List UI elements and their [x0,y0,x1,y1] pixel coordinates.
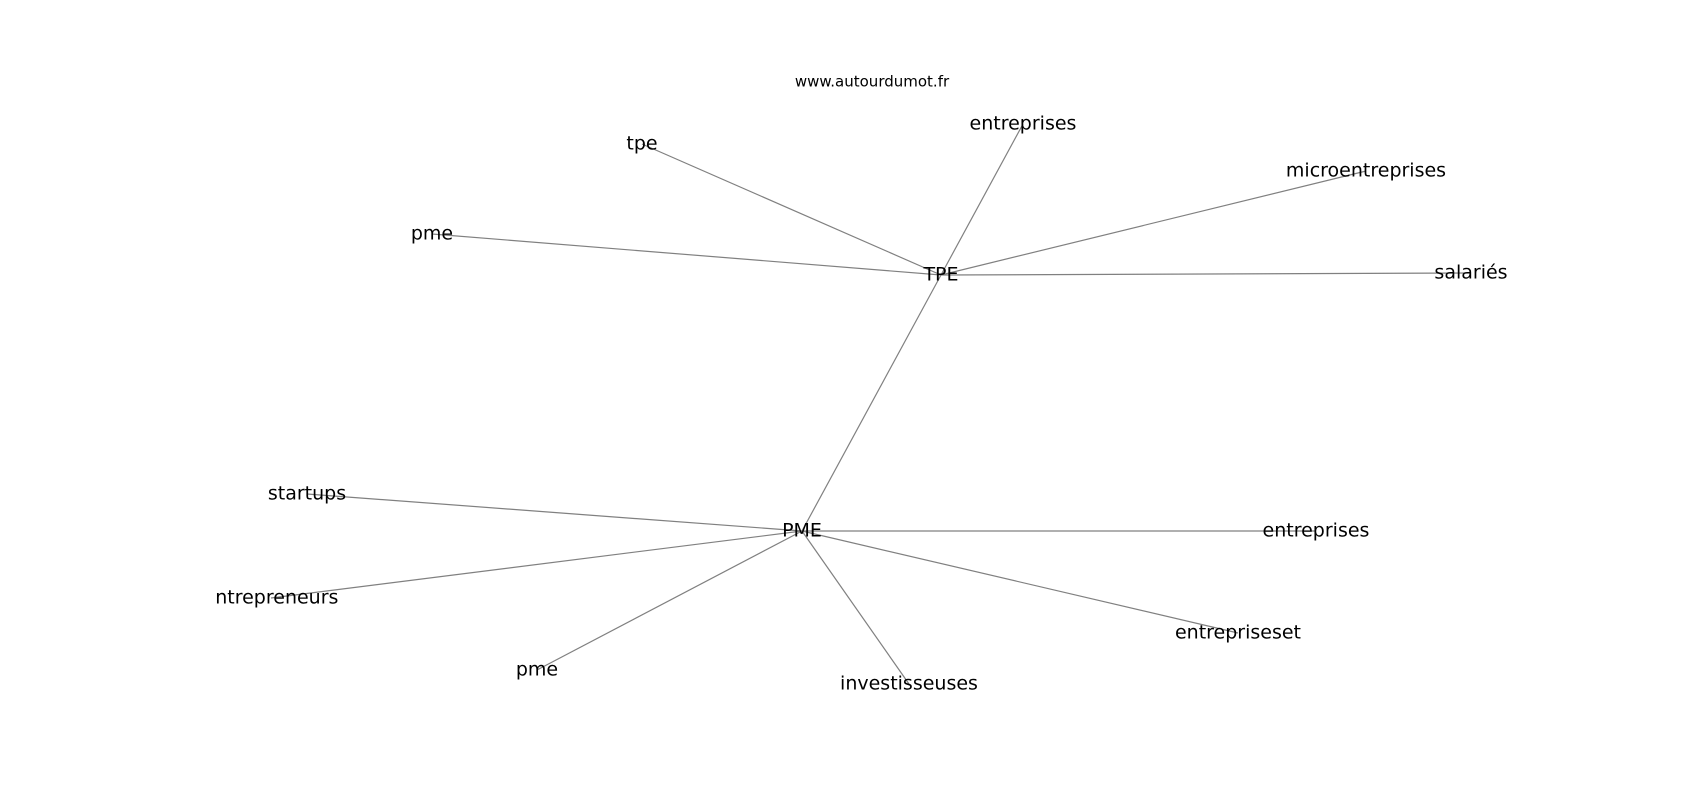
edge-tpe_hub-pme_top [431,233,942,276]
edge-tpe_hub-pme_hub [801,274,942,532]
edge-pme_hub-investisseuses [801,530,910,685]
node-label-investisseuses: investisseuses [840,673,978,695]
node-label-startups: startups [268,483,346,505]
node-label-salaries: salariés [1434,262,1507,284]
node-label-microentreprises: microentreprises [1286,160,1446,182]
edge-pme_hub-pme_bottom [536,530,803,671]
node-label-entrepriseset: entrepriseset [1175,622,1301,644]
graph-nodes: TPE PME tpe pme entreprises microentreprises s… [204,113,1508,695]
edge-tpe_hub-tpe [641,143,942,276]
edge-tpe_hub-microentreprises [940,170,1367,276]
edge-tpe_hub-entreprises_top [940,123,1024,276]
edge-pme_hub-entrepriseset [801,530,1239,634]
node-label-tpe: tpe [626,133,657,155]
node-label-pme_hub: PME [782,520,822,542]
edge-tpe_hub-salaries [940,272,1472,276]
node-label-entreprises_top: entreprises [970,113,1077,135]
graph-edges [270,123,1472,685]
edge-pme_hub-startups [306,493,803,532]
edge-pme_hub-entrepreneurs [270,530,803,599]
node-label-pme_bottom: pme [516,659,558,681]
node-label-tpe_hub: TPE [922,264,958,286]
node-label-entrepreneurs: entrepreneurs [204,587,339,609]
source-label: www.autourdumot.fr [795,73,950,91]
node-label-entreprises_bottom: entreprises [1263,520,1370,542]
node-label-pme_top: pme [411,223,453,245]
